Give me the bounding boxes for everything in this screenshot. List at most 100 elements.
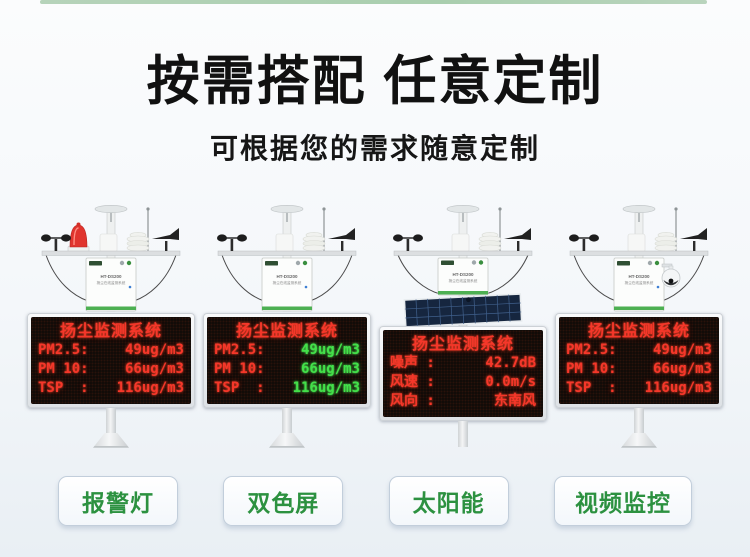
anemometer-icon <box>589 234 599 242</box>
led-row: PM 10:66ug/m3 <box>38 360 184 379</box>
led-row-label: TSP : <box>38 379 89 396</box>
antenna-tip <box>498 207 502 211</box>
antenna-tip <box>674 207 678 211</box>
led-row: PM 10: 66ug/m3 <box>566 360 712 379</box>
led-row-label: TSP : <box>214 379 265 396</box>
anemometer-stem <box>54 238 58 251</box>
led-row-label: 噪声 : <box>390 354 435 371</box>
product-grid: HT-DS200 扬尘在线监测系统 扬尘监测系统 PM2.5:49ug/m3 P… <box>0 198 750 448</box>
box-logo <box>441 260 454 265</box>
led-title: 扬尘监测系统 <box>235 320 338 340</box>
sensor-box <box>613 257 665 312</box>
rain-cap-icon <box>270 204 304 213</box>
wind-vane-icon <box>328 227 355 240</box>
anemometer-icon <box>569 234 579 242</box>
anemometer-icon <box>237 234 247 242</box>
led-row-value: 东南风 <box>494 392 536 409</box>
sensor-cylinder <box>627 233 646 252</box>
pole-base <box>621 432 657 448</box>
feature-button-dual-color-screen[interactable]: 双色屏 <box>223 475 344 526</box>
guy-wire <box>661 254 705 302</box>
box-logo <box>617 260 630 266</box>
led-row-label: PM 10: <box>38 360 89 377</box>
guy-wire <box>45 254 89 302</box>
wind-vane-stem <box>693 240 696 251</box>
device-model: HT-DS200 <box>100 274 122 279</box>
led-row-label: PM2.5: <box>566 341 617 358</box>
beacon-top <box>76 222 81 227</box>
guy-wire <box>133 254 177 302</box>
crossbar <box>41 250 181 256</box>
device-label: 扬尘在线监测系统 <box>625 280 654 285</box>
wind-vane-stem <box>517 240 520 251</box>
rain-cap-icon <box>94 204 128 213</box>
cert-mark-icon <box>478 259 484 265</box>
led-row-label: TSP : <box>566 379 617 396</box>
anemometer-icon <box>413 234 423 242</box>
device-model: HT-DS200 <box>276 274 298 279</box>
pole-base <box>269 432 305 448</box>
device-label: 扬尘在线监测系统 <box>97 280 126 285</box>
antenna-tip <box>322 207 326 211</box>
led-row: TSP :116ug/m3 <box>38 379 184 398</box>
station-illustration: HT-DS200 扬尘在线监测系统 <box>569 204 709 312</box>
solar-panel-icon <box>403 292 523 326</box>
station-illustration: HT-DS200 扬尘在线监测系统 <box>393 204 533 326</box>
box-dot <box>304 285 308 288</box>
top-accent-bar <box>40 0 707 4</box>
feature-button-solar[interactable]: 太阳能 <box>388 475 509 526</box>
box-logo <box>265 260 278 266</box>
antenna-tip <box>146 207 150 211</box>
crossbar <box>393 250 533 256</box>
led-title: 扬尘监测系统 <box>411 333 514 353</box>
led-row-label: 风速 : <box>390 373 435 390</box>
radiation-shield-icon <box>302 244 326 251</box>
led-row: PM2.5:49ug/m3 <box>38 341 184 360</box>
led-row: PM 10:66ug/m3 <box>214 360 360 379</box>
station-illustration: HT-DS200 扬尘在线监测系统 <box>41 204 181 312</box>
wind-vane-stem <box>341 240 344 251</box>
led-display: 扬尘监测系统 噪声 :42.7dB 风速 :0.0m/s 风向 :东南风 <box>379 325 547 421</box>
led-row: 风速 :0.0m/s <box>390 373 536 392</box>
product-card: HT-DS200 扬尘在线监测系统 扬尘监测系统 PM2.5:49ug/m3 P… <box>554 198 724 448</box>
box-dot <box>656 285 660 288</box>
page-title: 按需搭配 任意定制 <box>146 52 604 111</box>
feature-button-alarm-light[interactable]: 报警灯 <box>58 475 178 526</box>
anemometer-stem <box>582 238 586 251</box>
page-subtitle: 可根据您的需求随意定制 <box>209 133 540 165</box>
led-row: PM2.5:49ug/m3 <box>214 341 360 360</box>
sensor-box <box>261 257 313 312</box>
camera-icon <box>661 263 681 288</box>
led-row: 噪声 :42.7dB <box>390 354 536 373</box>
box-green-stripe <box>614 306 664 310</box>
ce-mark-icon <box>119 260 125 265</box>
led-row: TSP :116ug/m3 <box>566 379 712 398</box>
box-dot <box>128 285 132 288</box>
led-row-label: PM 10: <box>566 360 617 377</box>
guy-wire <box>309 254 353 302</box>
led-row: TSP :116ug/m3 <box>214 379 360 398</box>
device-model: HT-DS200 <box>452 272 474 277</box>
led-row-label: PM2.5: <box>214 341 265 358</box>
box-green-stripe <box>438 290 488 295</box>
product-card: HT-DS200 扬尘在线监测系统 <box>378 198 548 448</box>
rain-cap-icon <box>622 204 656 213</box>
mounting-pole <box>634 407 644 434</box>
feature-button-video-monitoring[interactable]: 视频监控 <box>553 475 692 526</box>
crossbar <box>569 250 709 256</box>
anemometer-icon <box>217 234 227 242</box>
sensor-cylinder <box>99 233 118 252</box>
device-label: 扬尘在线监测系统 <box>449 278 478 283</box>
guy-wire <box>485 254 529 295</box>
led-row-value: 66ug/m3 <box>300 360 360 377</box>
ce-mark-icon <box>647 260 653 265</box>
led-row-value: 66ug/m3 <box>652 360 712 377</box>
device-label: 扬尘在线监测系统 <box>273 280 302 285</box>
device-model: HT-DS200 <box>628 274 650 279</box>
led-display: 扬尘监测系统 PM2.5:49ug/m3 PM 10:66ug/m3 TSP :… <box>555 312 723 408</box>
sensor-cylinder <box>275 233 294 252</box>
led-row-value: 49ug/m3 <box>124 341 184 358</box>
cert-mark-icon <box>654 260 660 265</box>
mounting-pole <box>282 407 292 434</box>
